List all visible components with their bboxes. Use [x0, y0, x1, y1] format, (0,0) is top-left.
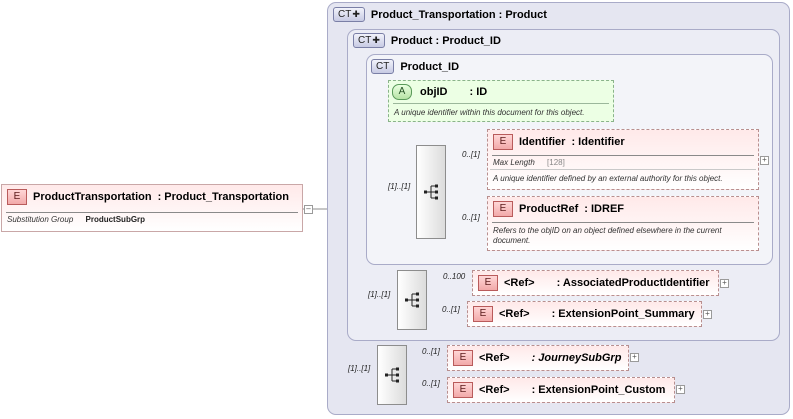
multiplicity-label: 0..[1]	[422, 347, 440, 356]
ref-name: <Ref>	[499, 308, 530, 320]
multiplicity-label: [1]..[1]	[368, 290, 391, 299]
element-badge: E	[7, 189, 27, 205]
complex-type-mid-header: CT✚ Product : Product_ID	[353, 33, 501, 48]
expand-toggle[interactable]	[720, 279, 729, 288]
ref-name: <Ref>	[504, 277, 535, 289]
complex-type-badge: CT✚	[333, 7, 365, 22]
ref-name: <Ref>	[479, 352, 510, 364]
expand-toggle[interactable]	[760, 156, 769, 165]
element-productref-doc: Refers to the objID on an object defined…	[493, 226, 722, 245]
property-value: [128]	[547, 158, 565, 167]
max-length-property: Max Length [128]	[493, 158, 565, 167]
element-badge: E	[493, 134, 513, 150]
multiplicity-label: [1]..[1]	[388, 182, 411, 191]
complex-type-badge: CT	[371, 59, 395, 74]
sequence-icon	[405, 292, 419, 308]
complex-type-inner-title: Product_ID	[400, 60, 460, 73]
ref-name: <Ref>	[479, 384, 510, 396]
attribute-badge: A	[392, 84, 412, 100]
element-productref-type: : IDREF	[584, 203, 625, 215]
divider	[393, 103, 609, 104]
ref-associated-product-identifier-box[interactable]: E <Ref> : AssociatedProductIdentifier	[472, 270, 719, 296]
element-badge: E	[478, 275, 498, 291]
ref-type: : ExtensionPoint_Summary	[551, 308, 695, 320]
divider	[492, 222, 754, 223]
substitution-group-property: Substitution Group ProductSubGrp	[7, 215, 145, 224]
ref-type: : AssociatedProductIdentifier	[556, 277, 710, 289]
complex-type-outer-header: CT✚ Product_Transportation : Product	[333, 7, 547, 22]
ref-type: : JourneySubGrp	[531, 352, 622, 364]
attribute-type: : ID	[469, 86, 488, 98]
complex-type-badge: CT✚	[353, 33, 385, 48]
element-badge: E	[493, 201, 513, 217]
divider	[492, 155, 754, 156]
attribute-name: objID	[420, 86, 448, 98]
element-identifier-name: Identifier	[519, 136, 566, 148]
element-identifier-doc: A unique identifier defined by an extern…	[493, 174, 723, 183]
divider	[490, 169, 756, 170]
element-productref-name: ProductRef	[519, 203, 579, 215]
sequence-icon	[424, 184, 438, 200]
sequence-compositor-mid[interactable]	[397, 270, 427, 330]
element-badge: E	[473, 306, 493, 322]
multiplicity-label: 0..[1]	[422, 379, 440, 388]
attribute-objid-box[interactable]: A objID : ID A unique identifier within …	[388, 80, 614, 122]
element-badge: E	[453, 382, 473, 398]
property-key: Substitution Group	[7, 215, 74, 224]
expand-toggle[interactable]	[703, 310, 712, 319]
element-badge: E	[453, 350, 473, 366]
property-key: Max Length	[493, 158, 535, 167]
ref-type: : ExtensionPoint_Custom	[531, 384, 666, 396]
element-identifier-type: : Identifier	[571, 136, 625, 148]
multiplicity-label: 0..[1]	[462, 213, 480, 222]
property-value: ProductSubGrp	[85, 215, 146, 224]
sequence-compositor-outer[interactable]	[377, 345, 407, 405]
multiplicity-label: 0..[1]	[442, 305, 460, 314]
complex-type-outer-title: Product_Transportation : Product	[370, 8, 547, 21]
divider	[6, 212, 298, 213]
expand-toggle[interactable]	[630, 353, 639, 362]
ref-extension-point-custom-box[interactable]: E <Ref> : ExtensionPoint_Custom	[447, 377, 675, 403]
complex-type-inner-header: CT Product_ID	[371, 59, 459, 74]
collapse-toggle[interactable]	[304, 205, 313, 214]
element-identifier-box[interactable]: E Identifier : Identifier Max Length [12…	[487, 129, 759, 190]
multiplicity-label: 0..100	[443, 272, 466, 281]
root-element-box[interactable]: E ProductTransportation : Product_Transp…	[1, 184, 303, 232]
expand-toggle[interactable]	[676, 385, 685, 394]
plus-icon: ✚	[352, 9, 360, 19]
ref-extension-point-summary-box[interactable]: E <Ref> : ExtensionPoint_Summary	[467, 301, 702, 327]
multiplicity-label: [1]..[1]	[348, 364, 371, 373]
complex-type-mid-title: Product : Product_ID	[390, 34, 501, 47]
plus-icon: ✚	[372, 35, 380, 45]
sequence-compositor-inner[interactable]	[416, 145, 446, 239]
element-productref-box[interactable]: E ProductRef : IDREF Refers to the objID…	[487, 196, 759, 251]
root-element-type: : Product_Transportation	[157, 191, 289, 203]
multiplicity-label: 0..[1]	[462, 150, 480, 159]
ref-journey-subgrp-box[interactable]: E <Ref> : JourneySubGrp	[447, 345, 629, 371]
root-element-name: ProductTransportation	[33, 191, 152, 203]
sequence-icon	[385, 367, 399, 383]
attribute-doc: A unique identifier within this document…	[394, 108, 585, 117]
